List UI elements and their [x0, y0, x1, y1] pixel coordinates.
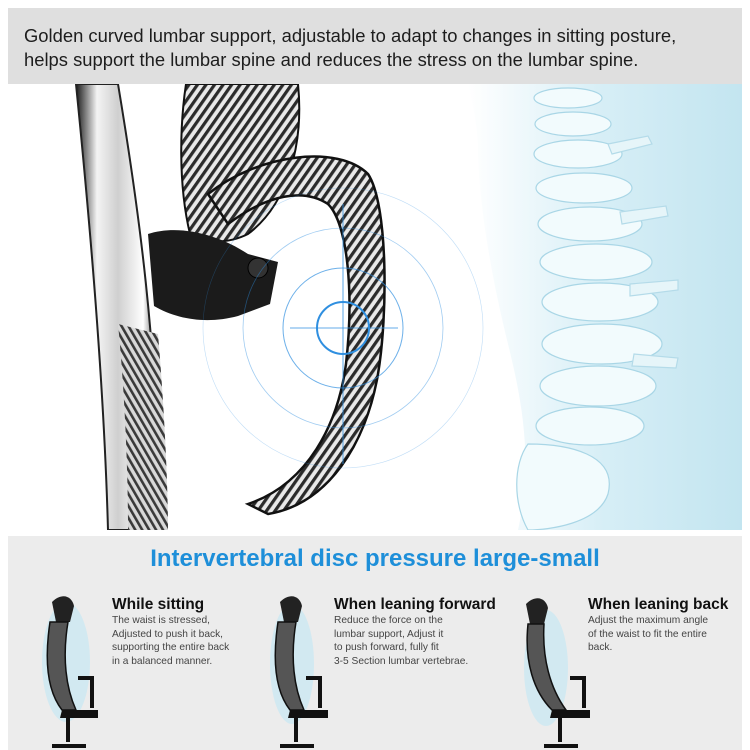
panel-heading: When leaning forward [334, 596, 496, 613]
comparison-section [8, 536, 742, 750]
chair-mesh [118, 324, 168, 530]
spine-icon [516, 87, 679, 530]
panel-description: The waist is stressed, Adjusted to push … [112, 615, 230, 667]
pressure-rings-icon [202, 187, 484, 469]
lumbar-cushion [206, 155, 386, 516]
panel-heading: When leaning back [588, 596, 729, 613]
header-banner [8, 8, 742, 84]
panel-leaning-back: When leaning back Adjust the maximum ang… [512, 592, 742, 750]
lumbar-support-illustration [74, 84, 742, 530]
chair-leaning-forward-icon [252, 592, 332, 750]
header-caption-line2: helps support the lumbar spine and reduc… [24, 49, 639, 70]
upper-cushion [180, 84, 301, 243]
panel-description: Adjust the maximum angle of the waist to… [588, 615, 709, 653]
chair-sitting-icon [22, 592, 102, 750]
panel-sitting: While sitting The waist is stressed, Adj… [20, 592, 250, 750]
chair-leaning-back-icon [512, 592, 592, 750]
panel-description: Reduce the force on the lumbar support, … [334, 615, 469, 667]
header-caption-line1: Golden curved lumbar support, adjustable… [24, 25, 677, 46]
lumbar-bracket [148, 230, 278, 321]
section-title: Intervertebral disc pressure large-small [150, 545, 600, 572]
header-caption: Golden curved lumbar support, adjustable… [24, 24, 734, 72]
panel-leaning-forward: When leaning forward Reduce the force on… [250, 592, 510, 750]
panel-heading: While sitting [112, 596, 205, 613]
hero-image [8, 84, 742, 530]
